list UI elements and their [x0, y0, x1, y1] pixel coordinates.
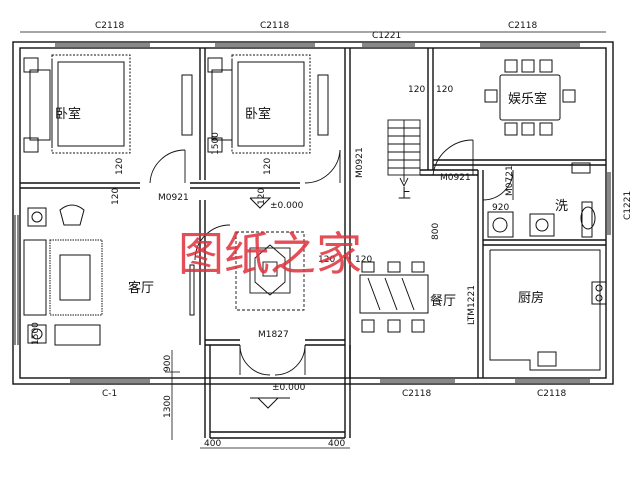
bed-2 [207, 54, 311, 154]
door-labels: M0921 M0921 M0921 M0721 M1827 [158, 147, 515, 340]
door-label: M0721 [505, 165, 515, 196]
hall-pattern [235, 231, 305, 311]
window-marks [14, 43, 611, 383]
dim-label: 120 [263, 158, 273, 175]
dim-label: 800 [431, 223, 441, 240]
door-swings [149, 139, 514, 376]
dim-label: 120 [257, 188, 267, 205]
dim-label: 400 [204, 439, 221, 449]
watermark: 图纸之家 [178, 227, 362, 281]
outer-walls [12, 41, 614, 385]
room-label-bedroom-2: 卧室 [245, 106, 271, 122]
dim-label: 1500 [31, 322, 41, 345]
room-label-kitchen: 厨房 [518, 290, 544, 306]
door-label: M1827 [258, 330, 289, 340]
level-labels: ±0.000 ±0.000 [270, 201, 306, 393]
room-labels: 卧室 卧室 娱乐室 客厅 餐厅 厨房 洗 上 [55, 91, 568, 309]
dim-label: 120 [318, 255, 335, 265]
living-room-furniture [23, 204, 195, 346]
window-label: C2118 [260, 21, 289, 31]
dim-label: 900 [163, 355, 173, 372]
room-label-bedroom-1: 卧室 [55, 106, 81, 122]
door-label: M0921 [440, 173, 471, 183]
interior-walls [20, 48, 606, 439]
dim-label: 120 [436, 85, 453, 95]
window-labels: C2118 C2118 C1221 C2118 C1221 C-1 C2118 … [95, 21, 633, 399]
dim-label: 920 [492, 203, 509, 213]
dim-label: 120 [115, 158, 125, 175]
window-label: C2118 [402, 389, 431, 399]
room-label-washroom: 洗 [555, 199, 568, 214]
room-label-dining: 餐厅 [430, 293, 456, 309]
dim-label: 400 [328, 439, 345, 449]
room-label-living: 客厅 [128, 280, 154, 296]
dim-label: 120 [111, 188, 121, 205]
window-label: C-1 [102, 389, 117, 399]
level-marker [249, 197, 290, 409]
window-label: C1221 [623, 191, 633, 220]
dim-label: 1300 [163, 395, 173, 418]
dining-table-ent [484, 59, 576, 136]
stair-up-label: 上 [398, 187, 411, 202]
door-label: M0921 [355, 147, 365, 178]
bed-1 [23, 54, 131, 154]
window-label: C2118 [537, 389, 566, 399]
wardrobe [181, 74, 329, 136]
window-label: C2118 [508, 21, 537, 31]
door-label: M0921 [158, 193, 189, 203]
window-label: LTM1221 [467, 285, 477, 325]
level-label: ±0.000 [272, 383, 306, 393]
washroom-fixtures [487, 162, 596, 238]
level-label: ±0.000 [270, 201, 304, 211]
dim-label: 120 [355, 255, 372, 265]
window-label: C2118 [95, 21, 124, 31]
dimension-labels: 120 120 120 120 120 120 120 120 1500 150… [31, 85, 509, 449]
dimension-lines [20, 31, 606, 449]
room-label-entertainment: 娱乐室 [508, 91, 547, 107]
stairs [387, 119, 421, 188]
dining-furniture [359, 261, 429, 333]
dim-label: 120 [408, 85, 425, 95]
window-label: C1221 [372, 31, 401, 41]
kitchen-counter [489, 249, 607, 371]
dim-label: 1500 [211, 132, 221, 155]
